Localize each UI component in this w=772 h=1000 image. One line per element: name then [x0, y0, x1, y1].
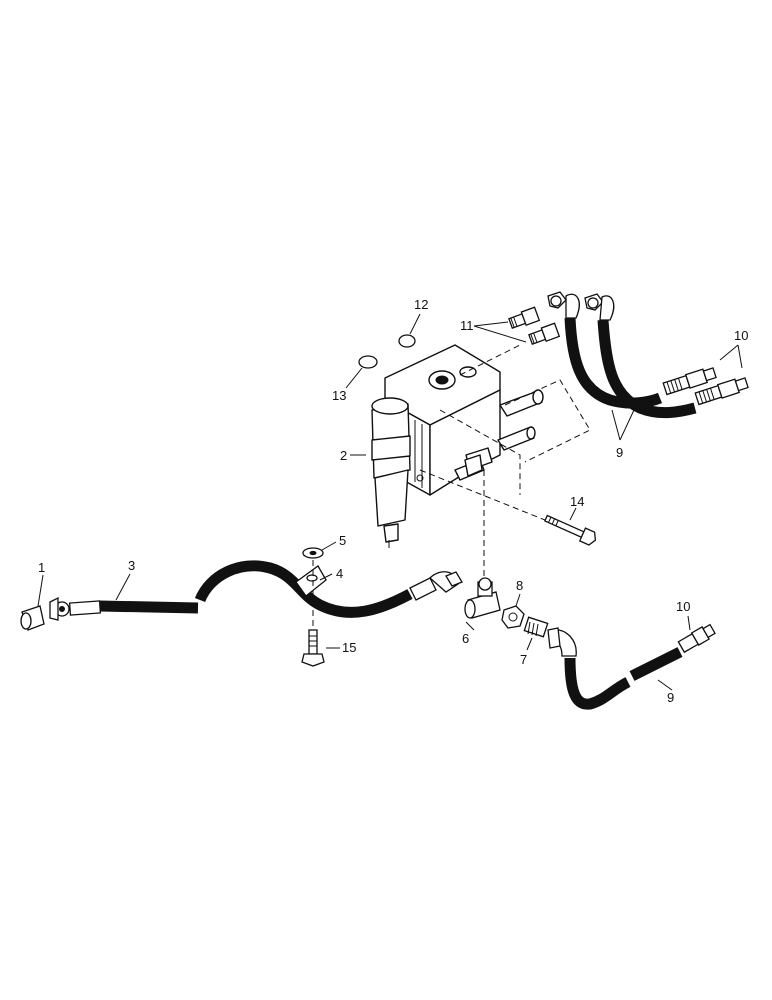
clamp-4: [295, 565, 327, 597]
elbow-fitting-1: [20, 596, 70, 631]
lower-coupling-10: [677, 623, 716, 654]
tee-fitting-6: [464, 577, 501, 619]
upper-couplings-10: [662, 367, 749, 406]
callout-10-lower: 10: [676, 599, 690, 614]
callout-8: 8: [516, 578, 523, 593]
callout-10-upper: 10: [734, 328, 748, 343]
callout-9-upper: 9: [616, 445, 623, 460]
callout-5: 5: [339, 533, 346, 548]
lower-hose-assembly-9: [547, 627, 683, 710]
callout-2: 2: [340, 448, 347, 463]
washer-5: [302, 547, 324, 559]
callout-7: 7: [520, 652, 527, 667]
callout-labels: 1 2 3 4 5 6 7 8 9 9 10 10 11 12 13 14 15: [38, 297, 748, 705]
assembly-lines: [419, 344, 591, 580]
hose-assembly-3: [68, 560, 463, 618]
callout-13: 13: [332, 388, 346, 403]
adapter-fittings-11: [508, 306, 561, 345]
callout-9-lower: 9: [667, 690, 674, 705]
callout-leaders: [37, 313, 743, 691]
callout-15: 15: [342, 640, 356, 655]
control-valve-body: [371, 344, 544, 548]
callout-6: 6: [462, 631, 469, 646]
callout-1: 1: [38, 560, 45, 575]
bolt-14: [543, 514, 597, 546]
lock-nut-8: [501, 605, 525, 629]
upper-hose-assemblies-9: [547, 291, 697, 419]
callout-14: 14: [570, 494, 584, 509]
callout-4: 4: [336, 566, 343, 581]
screw-15: [301, 629, 325, 667]
o-ring-13: [358, 355, 378, 369]
callout-12: 12: [414, 297, 428, 312]
o-ring-12: [398, 334, 416, 348]
adapter-7: [523, 616, 549, 638]
callout-3: 3: [128, 558, 135, 573]
callout-11: 11: [460, 318, 474, 333]
